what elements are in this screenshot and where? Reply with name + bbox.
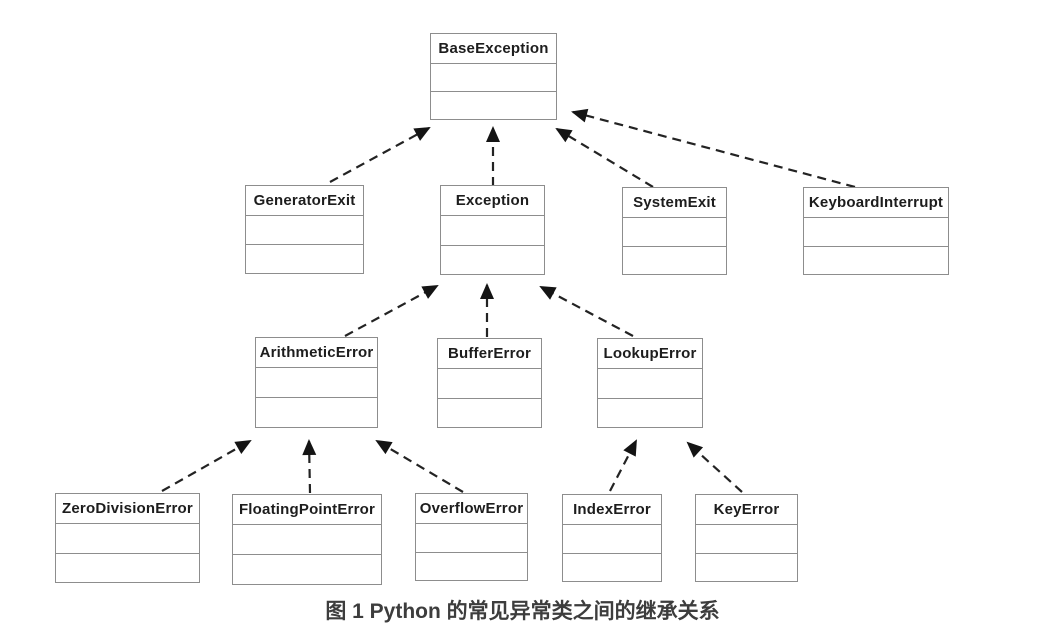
edge-lookuperror-exception: [539, 286, 634, 337]
methods-compartment: [804, 245, 948, 275]
methods-compartment: [598, 397, 702, 428]
edge-systemexit-baseexception: [555, 127, 654, 188]
methods-compartment: [438, 397, 541, 428]
class-name: FloatingPointError: [238, 501, 376, 518]
class-name: KeyError: [713, 501, 780, 518]
methods-compartment: [233, 554, 381, 584]
methods-compartment: [56, 552, 199, 583]
class-box-floatingpointerror: FloatingPointError: [232, 494, 382, 585]
class-box-lookuperror: LookupError: [597, 338, 703, 428]
class-name: ZeroDivisionError: [62, 500, 193, 517]
attributes-compartment: [431, 63, 556, 91]
class-box-generatorexit: GeneratorExit: [245, 185, 364, 274]
edge-keyerror-lookuperror: [686, 441, 743, 493]
class-name: BufferError: [447, 345, 532, 362]
edge-indexerror-lookuperror: [609, 439, 637, 492]
class-box-baseexception: BaseException: [430, 33, 557, 120]
attributes-compartment: [696, 524, 797, 553]
attributes-compartment: [598, 368, 702, 398]
edge-overflowerror-arithmeticerror: [375, 439, 464, 493]
methods-compartment: [431, 91, 556, 119]
class-name: SystemExit: [633, 194, 716, 211]
class-box-keyerror: KeyError: [695, 494, 798, 582]
edge-keyboardinterrupt-baseexception: [571, 108, 856, 189]
methods-compartment: [416, 551, 527, 581]
class-box-zerodivisionerror: ZeroDivisionError: [55, 493, 200, 583]
edge-floatingpointerror-arithmeticerror: [302, 439, 317, 494]
class-box-systemexit: SystemExit: [622, 187, 727, 275]
attributes-compartment: [56, 523, 199, 553]
class-box-indexerror: IndexError: [562, 494, 662, 582]
class-box-keyboardinterrupt: KeyboardInterrupt: [803, 187, 949, 275]
attributes-compartment: [441, 215, 544, 245]
class-name: BaseException: [438, 40, 549, 57]
methods-compartment: [623, 245, 726, 275]
attributes-compartment: [416, 523, 527, 552]
methods-compartment: [256, 397, 377, 427]
class-name: Exception: [455, 192, 530, 209]
class-name: KeyboardInterrupt: [808, 194, 944, 211]
class-name: IndexError: [573, 501, 651, 518]
attributes-compartment: [623, 217, 726, 246]
methods-compartment: [563, 552, 661, 582]
class-box-overflowerror: OverflowError: [415, 493, 528, 581]
methods-compartment: [696, 552, 797, 582]
attributes-compartment: [233, 524, 381, 554]
attributes-compartment: [246, 215, 363, 244]
edge-zerodivisionerror-arithmeticerror: [161, 440, 252, 492]
class-name: LookupError: [603, 345, 697, 362]
class-name: GeneratorExit: [253, 192, 356, 209]
methods-compartment: [246, 244, 363, 273]
figure-caption: 图 1 Python 的常见异常类之间的继承关系: [325, 600, 720, 623]
class-box-arithmeticerror: ArithmeticError: [255, 337, 378, 428]
edge-generatorexit-baseexception: [329, 127, 431, 183]
class-box-buffererror: BufferError: [437, 338, 542, 428]
attributes-compartment: [804, 217, 948, 246]
attributes-compartment: [563, 524, 661, 553]
methods-compartment: [441, 244, 544, 275]
edge-arithmeticerror-exception: [344, 285, 439, 337]
attributes-compartment: [438, 368, 541, 398]
class-box-exception: Exception: [440, 185, 545, 275]
class-name: OverflowError: [419, 500, 524, 517]
attributes-compartment: [256, 367, 377, 397]
class-name: ArithmeticError: [259, 344, 374, 361]
